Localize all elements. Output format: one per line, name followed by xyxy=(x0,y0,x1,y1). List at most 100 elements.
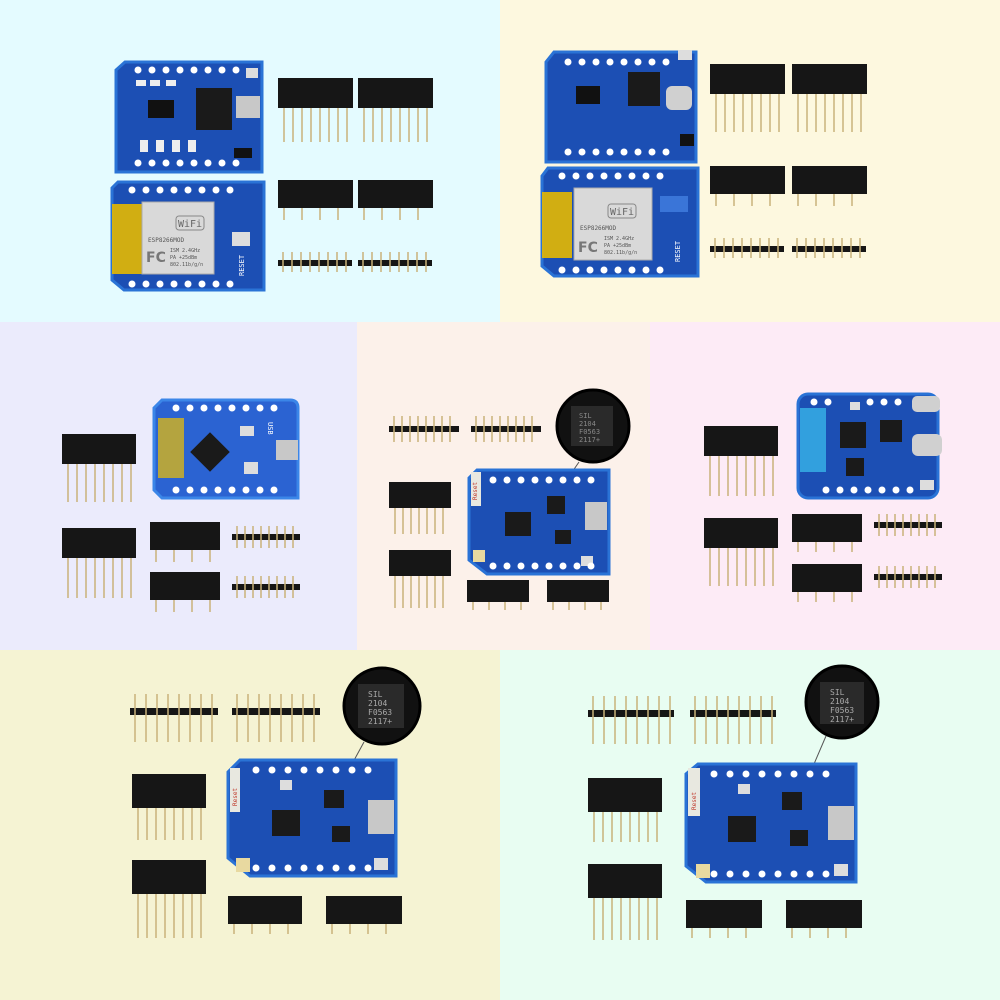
reset-label: RESET xyxy=(674,240,682,262)
female-header-long xyxy=(704,426,778,496)
product-panel-d1-mini-v4: SIL 2104 F0563 2117+ Reset xyxy=(0,650,500,1000)
male-header xyxy=(710,238,784,258)
female-header-long xyxy=(278,78,353,142)
female-header-short xyxy=(710,166,785,206)
male-header xyxy=(471,416,541,442)
female-header-long xyxy=(62,528,136,598)
usb-c-port xyxy=(912,434,942,456)
chip-text-line-1: SIL xyxy=(830,688,845,697)
usb-c-port xyxy=(912,396,940,412)
product-photo: SIL 2104 F0563 2117+ Reset xyxy=(0,650,500,1000)
reset-label: Reset xyxy=(472,482,479,500)
product-photo: WiFi ESP8266MOD ISM 2.4GHz PA +25dBm 802… xyxy=(0,0,500,322)
pcb-board: Reset xyxy=(226,758,398,878)
reset-button xyxy=(230,768,240,812)
female-header-short xyxy=(792,514,862,552)
product-photo: SIL 2104 F0563 2117+ Reset xyxy=(357,322,650,650)
shield-text-wifi: WiFi xyxy=(610,207,634,218)
product-panel-d1-mini: WiFi ESP8266MOD ISM 2.4GHz PA +25dBm 802… xyxy=(0,0,500,322)
chip-zoom-callout: SIL 2104 F0563 2117+ xyxy=(555,388,631,495)
female-header-short xyxy=(228,896,302,934)
female-header-short xyxy=(150,522,220,562)
shield-text-model: ESP8266MOD xyxy=(580,225,617,232)
chip-text-line-2: 2104 xyxy=(830,697,849,706)
product-panel-d1-mini-pro: SIL 2104 F0563 2117+ Reset xyxy=(357,322,650,650)
pcb-board-back xyxy=(114,60,264,174)
male-header xyxy=(874,514,942,536)
male-header xyxy=(358,252,432,272)
antenna-trace xyxy=(158,418,184,478)
pcb-board: USB xyxy=(152,398,300,500)
female-header-short xyxy=(792,166,867,206)
usb-port xyxy=(828,806,854,840)
female-header-short xyxy=(686,900,762,938)
female-header-long xyxy=(588,864,662,940)
reset-label: Reset xyxy=(691,792,698,810)
female-header-long xyxy=(389,482,451,534)
chip-text-line-4: 2117+ xyxy=(830,715,854,724)
male-header xyxy=(389,416,459,442)
chip-text-line-4: 2117+ xyxy=(368,717,392,726)
female-header-short xyxy=(278,180,353,220)
esp-chip xyxy=(728,816,756,842)
reset-label: Reset xyxy=(232,788,239,806)
male-header xyxy=(792,238,866,258)
female-header-short xyxy=(792,564,862,602)
female-header-short xyxy=(326,896,402,934)
product-photo: USB xyxy=(0,322,357,650)
shield-text-standard: 802.11b/g/n xyxy=(170,262,203,268)
usb-c-port xyxy=(666,86,692,110)
esp-chip xyxy=(505,512,531,536)
product-photo: WiFi ESP8266MOD ISM 2.4GHz PA +25dBm 802… xyxy=(500,0,1000,322)
pcb-board-back xyxy=(544,50,698,164)
female-header-long xyxy=(710,64,785,132)
pcb-board-front: WiFi ESP8266MOD ISM 2.4GHz PA +25dBm 802… xyxy=(110,180,266,292)
female-header-long xyxy=(358,78,433,142)
male-header xyxy=(690,696,776,744)
male-header xyxy=(232,694,320,742)
chip-text-line-3: F0563 xyxy=(368,708,392,717)
usb-chip xyxy=(196,88,232,130)
reset-button xyxy=(688,768,700,816)
reset-button xyxy=(471,472,481,506)
female-header-short xyxy=(786,900,862,938)
wifi-shield xyxy=(141,201,215,275)
product-panel-d1-mini-esp32-c3 xyxy=(650,322,1000,650)
product-panel-d1-mini-v4-alt: SIL 2104 F0563 2117+ Reset xyxy=(500,650,1000,1000)
male-header xyxy=(278,252,352,272)
chip-text-line-1: SIL xyxy=(368,690,383,699)
female-header-long xyxy=(132,774,206,840)
female-header-short xyxy=(358,180,433,220)
female-header-long xyxy=(389,550,451,608)
shield-text-model: ESP8266MOD xyxy=(148,237,185,244)
shield-text-wifi: WiFi xyxy=(178,219,202,230)
male-header xyxy=(130,694,218,742)
fcc-logo: FC xyxy=(146,250,166,266)
usb-port xyxy=(236,96,260,118)
shield-text-standard: 802.11b/g/n xyxy=(604,250,637,256)
usb-port xyxy=(276,440,298,460)
pcb-board: Reset xyxy=(684,762,858,884)
chip-text-line-3: F0563 xyxy=(830,706,854,715)
pcb-board: Reset xyxy=(467,468,611,576)
chip-text-line-2: 2104 xyxy=(579,420,596,428)
shield-text-power: PA +25dBm xyxy=(170,255,197,261)
antenna-trace xyxy=(112,204,142,274)
female-header-short xyxy=(150,572,220,612)
male-header xyxy=(874,566,942,588)
usb-port xyxy=(585,502,607,530)
chip-zoom-callout: SIL 2104 F0563 2117+ xyxy=(804,664,880,765)
female-header-long xyxy=(62,434,136,502)
fcc-logo: FC xyxy=(578,240,598,256)
product-photo xyxy=(650,322,1000,650)
usb-port xyxy=(368,800,394,834)
chip-zoom-callout: SIL 2104 F0563 2117+ xyxy=(342,666,422,765)
product-photo: SIL 2104 F0563 2117+ Reset xyxy=(500,650,1000,1000)
female-header-long xyxy=(704,518,778,586)
female-header-long xyxy=(588,778,662,842)
female-header-long xyxy=(132,860,206,938)
chip-text-line-1: SIL xyxy=(579,412,592,420)
shield-text-band: ISM 2.4GHz xyxy=(604,236,634,242)
antenna-trace xyxy=(542,192,572,258)
male-header xyxy=(232,576,300,598)
